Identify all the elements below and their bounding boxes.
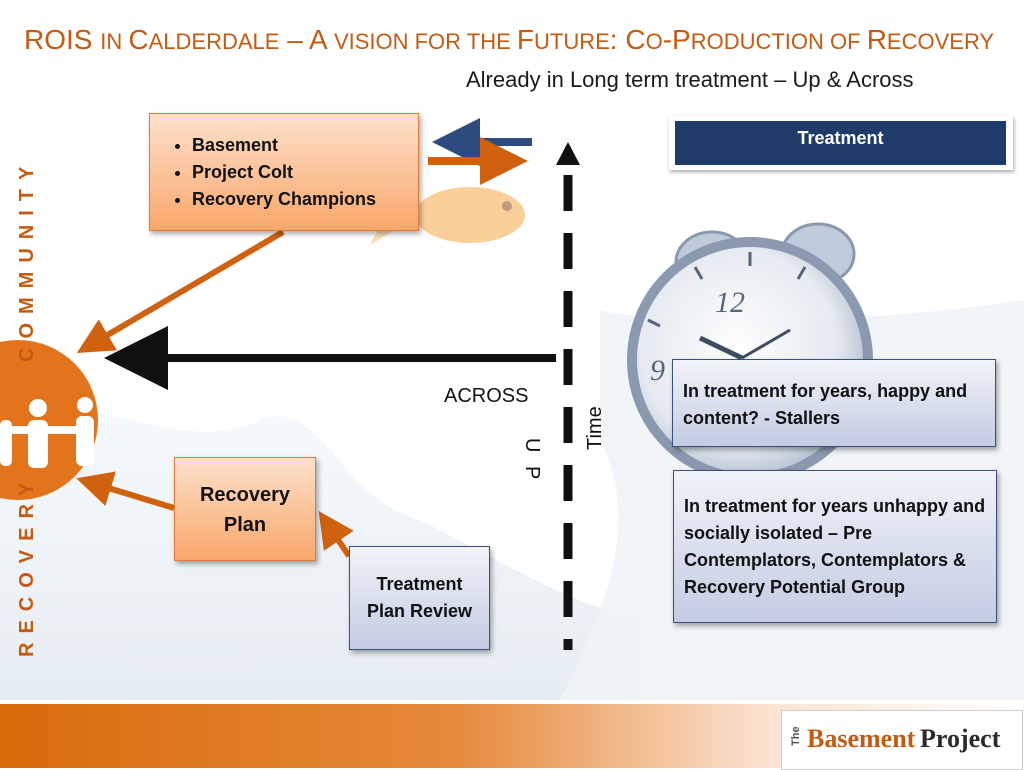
- review-to-plan-arrow: [318, 511, 354, 558]
- slide-title: ROIS IN CALDERDALE – A VISION FOR THE FU…: [24, 24, 995, 55]
- water-splash-background: [0, 408, 640, 700]
- treatment-plan-review-line1: Treatment: [376, 574, 463, 594]
- plan-to-community-arrow: [76, 471, 175, 511]
- across-label: ACROSS: [444, 385, 529, 407]
- svg-text:12: 12: [715, 286, 745, 319]
- treatment-label: Treatment: [675, 121, 1006, 165]
- stallers-box: In treatment for years, happy and conten…: [672, 359, 996, 447]
- recovery-plan-line2: Plan: [223, 514, 267, 536]
- treatment-plan-review-box: Treatment Plan Review: [349, 546, 490, 650]
- community-side-label: COMMUNITY: [16, 157, 38, 362]
- logo-basement-text: Basement: [807, 724, 916, 753]
- treatment-header-box: Treatment: [669, 116, 1013, 170]
- basement-project-logo: [781, 710, 1023, 770]
- logo-the-text: The: [790, 726, 802, 746]
- service-item-basement: Basement: [192, 132, 418, 159]
- service-item-recovery-champions: Recovery Champions: [192, 186, 418, 213]
- time-label: Time: [584, 406, 606, 450]
- logo-project-text: Project: [920, 724, 1001, 753]
- people-icon: [0, 340, 98, 500]
- stallers-text: In treatment for years, happy and conten…: [683, 381, 968, 428]
- slide-subtitle: Already in Long term treatment – Up & Ac…: [466, 67, 914, 92]
- services-list: Basement Project Colt Recovery Champions: [150, 114, 418, 213]
- services-bullet-box: Basement Project Colt Recovery Champions: [149, 113, 419, 231]
- bullets-to-community-arrow: [76, 229, 285, 354]
- socially-isolated-text: In treatment for years unhappy and socia…: [684, 496, 986, 597]
- recovery-plan-box: Recovery Plan: [174, 457, 316, 561]
- recovery-side-label: RECOVERY: [16, 473, 38, 657]
- socially-isolated-box: In treatment for years unhappy and socia…: [673, 470, 997, 623]
- treatment-plan-review-line2: Plan Review: [366, 601, 473, 621]
- service-item-project-colt: Project Colt: [192, 159, 418, 186]
- svg-text:9: 9: [650, 354, 665, 387]
- recovery-plan-line1: Recovery: [199, 484, 291, 506]
- up-label: U P: [521, 438, 543, 484]
- up-time-arrow: [556, 142, 580, 650]
